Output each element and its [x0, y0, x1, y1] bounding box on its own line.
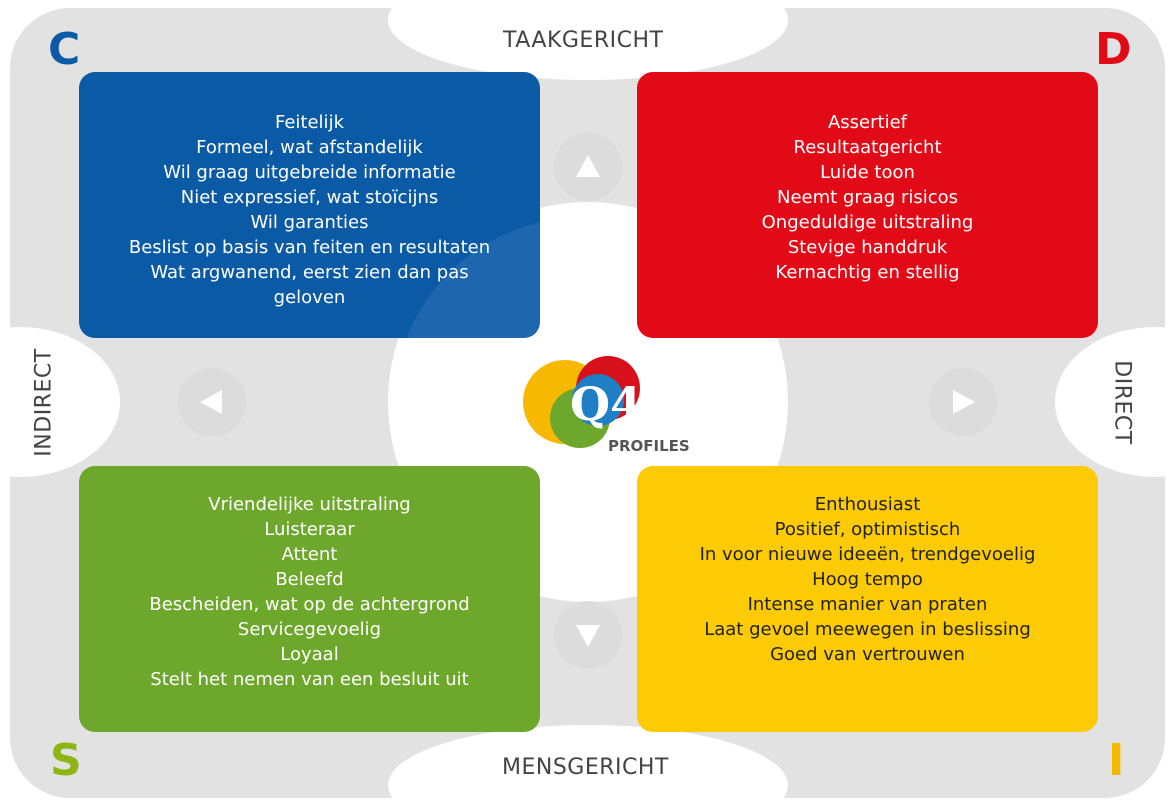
- trait: Resultaatgericht: [793, 137, 942, 158]
- trait: Vriendelijke uitstraling: [208, 494, 411, 515]
- trait: geloven: [273, 287, 346, 308]
- quadrant-d: Assertief Resultaatgericht Luide toon Ne…: [637, 72, 1098, 338]
- trait: Luide toon: [820, 162, 915, 183]
- axis-label-right: DIRECT: [1109, 360, 1135, 445]
- trait: Positief, optimistisch: [774, 519, 961, 540]
- letter-i: I: [1108, 735, 1125, 786]
- logo-text: PROFILES: [608, 437, 690, 455]
- trait: Formeel, wat afstandelijk: [196, 137, 423, 158]
- trait: Laat gevoel meewegen in beslissing: [704, 619, 1031, 640]
- trait: Bescheiden, wat op de achtergrond: [149, 594, 470, 615]
- trait: Ongeduldige uitstraling: [761, 212, 974, 233]
- trait: Beslist op basis van feiten en resultate…: [128, 237, 491, 258]
- trait: Luisteraar: [264, 519, 355, 540]
- trait: Loyaal: [280, 644, 339, 665]
- trait: Stevige handdruk: [787, 237, 948, 258]
- trait: Wil garanties: [250, 212, 369, 233]
- trait: Kernachtig en stellig: [775, 262, 960, 283]
- letter-d: D: [1095, 24, 1132, 75]
- letter-c: C: [48, 24, 81, 75]
- quadrant-s: Vriendelijke uitstraling Luisteraar Atte…: [79, 466, 540, 732]
- trait: Assertief: [827, 112, 907, 133]
- trait: Stelt het nemen van een besluit uit: [150, 669, 469, 690]
- trait: Beleefd: [275, 569, 344, 590]
- trait: Servicegevoelig: [237, 619, 382, 640]
- trait: Attent: [281, 544, 338, 565]
- trait: Wil graag uitgebreide informatie: [163, 162, 456, 183]
- trait: Hoog tempo: [812, 569, 923, 590]
- trait: Neemt graag risicos: [776, 187, 959, 208]
- quadrant-i: Enthousiast Positief, optimistisch In vo…: [637, 466, 1098, 732]
- axis-label-top: TAAKGERICHT: [503, 28, 664, 53]
- letter-s: S: [50, 735, 82, 786]
- trait: Enthousiast: [814, 494, 921, 515]
- logo-mark: Q4: [570, 377, 642, 431]
- trait: In voor nieuwe ideeën, trendgevoelig: [699, 544, 1036, 565]
- trait: Niet expressief, wat stoïcijns: [180, 187, 439, 208]
- trait: Intense manier van praten: [747, 594, 988, 615]
- q4-profiles-logo: Q4 PROFILES: [523, 356, 690, 455]
- trait: Wat argwanend, eerst zien dan pas: [150, 262, 469, 283]
- axis-label-bottom: MENSGERICHT: [502, 755, 669, 780]
- axis-label-left: INDIRECT: [31, 348, 57, 457]
- quadrant-c: Feitelijk Formeel, wat afstandelijk Wil …: [79, 72, 540, 338]
- trait: Goed van vertrouwen: [770, 644, 965, 665]
- trait: Feitelijk: [274, 112, 344, 133]
